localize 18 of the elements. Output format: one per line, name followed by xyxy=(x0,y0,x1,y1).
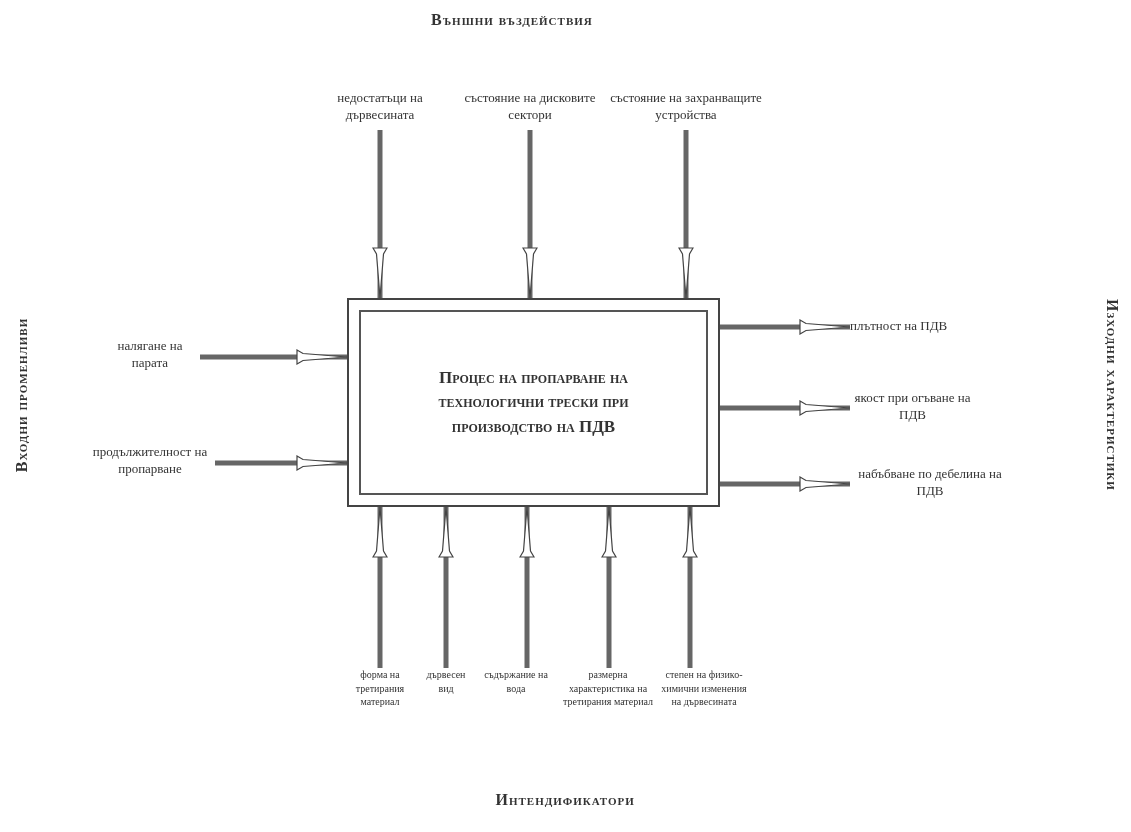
identifier-label: форма на третирания материал xyxy=(344,668,416,726)
input-label: продължителност на пропарване xyxy=(85,444,215,484)
influence-label: състояние на дисковите сектори xyxy=(462,90,598,130)
process-box: Процес на пропарване на технологични трески при производство на ПДВ xyxy=(347,298,720,507)
identifier-label: степен на физико-химични изменения на дървесината xyxy=(660,668,748,742)
identifier-label: дървесен вид xyxy=(420,668,472,698)
output-label: плътност на ПДВ xyxy=(850,318,1000,338)
output-label: набъбване по дебелина на ПДВ xyxy=(850,466,1010,506)
group-heading: Външни въздействия xyxy=(431,11,593,29)
group-heading: Интендификатори xyxy=(495,791,635,809)
influence-label: недостатъци на дървесината xyxy=(322,90,438,130)
influence-label: състояние на захранващите устройства xyxy=(606,90,766,130)
group-heading: Изходни характеристики xyxy=(1102,299,1121,491)
identifier-label: размерна характеристика на третирания материал xyxy=(558,668,658,726)
group-heading: Входни променливи xyxy=(13,317,32,473)
output-label: якост при огъване на ПДВ xyxy=(850,390,975,430)
identifier-label: съдържание на вода xyxy=(478,668,554,698)
input-label: налягане на парата xyxy=(100,338,200,378)
